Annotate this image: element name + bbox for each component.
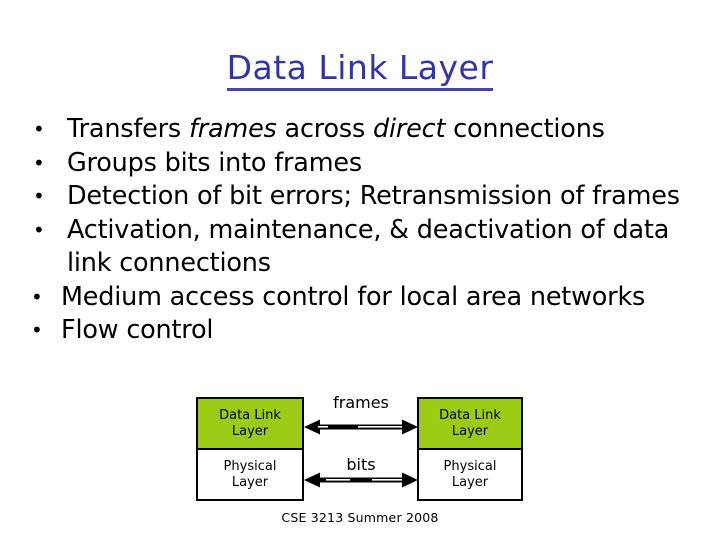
left-protocol-stack: Data Link Layer Physical Layer <box>196 397 304 501</box>
bullet-marker-icon: • <box>33 117 45 141</box>
left-data-link-layer-box[interactable]: Data Link Layer <box>196 397 304 450</box>
frames-arrow-label: frames <box>333 393 389 412</box>
bullet-marker-icon: • <box>33 217 45 242</box>
list-item: • Transfers frames across direct connect… <box>22 113 704 147</box>
list-item: • Groups bits into frames <box>22 147 704 181</box>
bullet-marker-icon: • <box>33 150 45 175</box>
left-physical-layer-label-line2: Layer <box>231 474 269 490</box>
bits-arrow-label: bits <box>346 455 376 474</box>
list-item-label: Groups bits into frames <box>67 147 362 178</box>
list-item-label: Flow control <box>61 315 214 345</box>
right-data-link-layer-label-line1: Data Link <box>439 407 501 423</box>
frames-bidirectional-arrow-icon <box>304 418 418 436</box>
left-data-link-layer-label-line2: Layer <box>231 423 269 439</box>
bullet-segment: Transfers <box>67 114 189 144</box>
list-item-label: Transfers frames across direct connectio… <box>67 113 704 147</box>
list-item: • Flow control <box>22 314 704 348</box>
right-physical-layer-label-line2: Layer <box>451 474 489 490</box>
bullet-segment: across <box>276 114 373 144</box>
bullet-segment-emphasis: frames <box>188 114 277 144</box>
bits-bidirectional-arrow-icon <box>304 471 418 489</box>
list-item: • Detection of bit errors; Retransmissio… <box>22 180 704 214</box>
list-item-label: Detection of bit errors; Retransmission … <box>67 181 680 211</box>
page-title: Data Link Layer <box>0 48 720 91</box>
right-data-link-layer-label-line2: Layer <box>451 423 489 439</box>
left-physical-layer-label-line1: Physical <box>223 458 277 474</box>
bullet-segment: connections <box>445 114 605 144</box>
slide-footer: CSE 3213 Summer 2008 <box>281 510 439 525</box>
left-data-link-layer-label-line1: Data Link <box>219 407 281 423</box>
left-physical-layer-box[interactable]: Physical Layer <box>196 448 304 501</box>
list-item: • Medium access control for local area n… <box>22 281 704 315</box>
list-item-label: Activation, maintenance, & deactivation … <box>67 214 670 279</box>
bullet-segment-emphasis: direct <box>373 114 446 144</box>
bullet-marker-icon: • <box>31 318 43 342</box>
bullet-marker-icon: • <box>33 184 45 208</box>
bullet-list: • Transfers frames across direct connect… <box>22 113 704 348</box>
list-item: • Activation, maintenance, & deactivatio… <box>22 214 704 281</box>
right-protocol-stack: Data Link Layer Physical Layer <box>417 397 523 501</box>
right-data-link-layer-box[interactable]: Data Link Layer <box>417 397 523 450</box>
page-title-text: Data Link Layer <box>226 48 494 91</box>
list-item-label: Medium access control for local area net… <box>61 281 646 312</box>
right-physical-layer-label-line1: Physical <box>443 458 497 474</box>
right-physical-layer-box[interactable]: Physical Layer <box>417 448 523 501</box>
bullet-marker-icon: • <box>31 284 43 309</box>
